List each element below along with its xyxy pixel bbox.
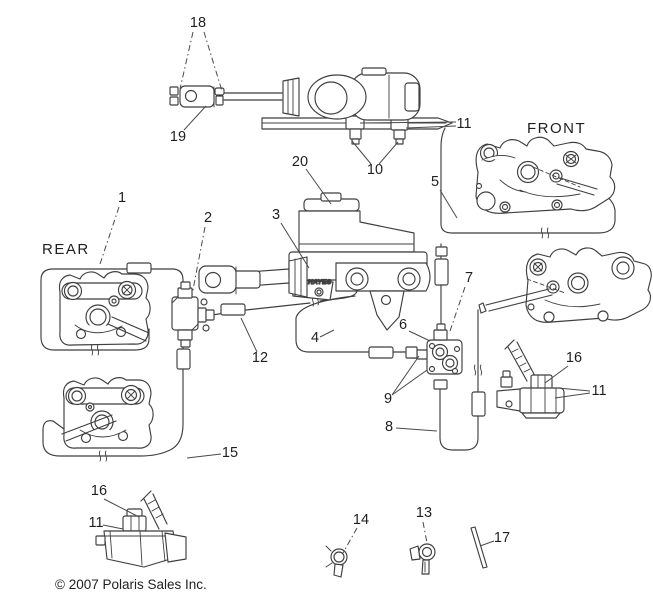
tee-fitting: [171, 281, 215, 348]
region-labels: REAR FRONT: [42, 120, 586, 258]
front-caliper-2: [525, 247, 652, 323]
front-caliper-2-banjo: [478, 278, 566, 314]
callout-10: 10: [367, 162, 383, 178]
callout-leader-18: [203, 31, 223, 92]
callout-leader-11: [554, 392, 591, 399]
rear-caliper-lower: [62, 377, 154, 449]
rear-caliper-upper-hose: [107, 316, 150, 342]
rear-brake-line-15: [42, 344, 184, 457]
callout-leader-19: [183, 105, 207, 131]
copyright-text: © 2007 Polaris Sales Inc.: [55, 577, 207, 592]
callout-leader-7: [448, 286, 466, 335]
callout-17: 17: [494, 530, 510, 546]
callout-leader-8: [395, 427, 438, 432]
valve-assembly-right: [496, 339, 565, 419]
callout-11: 11: [88, 515, 103, 531]
callout-leader-11: [102, 524, 124, 530]
bleeder-screw-13: [409, 543, 436, 575]
callout-12: 12: [252, 350, 268, 366]
callout-leader-14: [342, 527, 358, 554]
callout-16: 16: [566, 350, 582, 366]
brake-line-4: [295, 295, 409, 353]
callout-19: 19: [170, 129, 186, 145]
region-label-rear: REAR: [42, 241, 90, 258]
callout-14: 14: [353, 512, 369, 528]
pedal-master-cylinder: [169, 67, 453, 145]
callout-15: 15: [222, 445, 238, 461]
callout-leader-18: [179, 31, 194, 90]
callout-leader-10: [351, 140, 372, 165]
callout-leader-16: [544, 365, 569, 384]
callout-4: 4: [311, 330, 319, 346]
callout-leader-2: [191, 226, 206, 296]
rear-brake-line-1: [40, 268, 184, 351]
callout-leader-11: [557, 387, 591, 392]
callout-1: 1: [118, 190, 126, 206]
hayes-logo-text: HAYES: [308, 279, 332, 286]
callout-11: 11: [591, 383, 606, 399]
callout-leader-17: [479, 540, 495, 547]
callout-8: 8: [385, 419, 393, 435]
valve-assembly-bottom: [95, 490, 187, 568]
callout-5: 5: [431, 174, 439, 190]
callout-leader-1: [99, 206, 120, 265]
callout-leader-9: [391, 369, 428, 396]
callout-9: 9: [384, 391, 392, 407]
callout-2: 2: [204, 210, 212, 226]
rear-caliper-upper: [58, 271, 151, 346]
front-caliper-1: [475, 136, 616, 214]
front-brake-line-5: [440, 127, 616, 234]
callout-7: 7: [465, 270, 473, 286]
callout-11: 11: [456, 116, 471, 132]
callout-18: 18: [190, 15, 206, 31]
region-label-front: FRONT: [527, 120, 586, 137]
callout-leader-16: [103, 498, 140, 518]
callout-3: 3: [272, 207, 280, 223]
callout-leader-20: [305, 168, 332, 205]
front-caliper-1-banjo: [532, 166, 598, 196]
rear-caliper-lower-hose: [61, 414, 117, 442]
callout-leader-13: [422, 521, 428, 544]
bleeder-screw-14: [325, 545, 348, 578]
callout-leader-10: [378, 141, 399, 165]
junction-block: [409, 323, 463, 390]
callout-6: 6: [399, 317, 407, 333]
callout-leader-3: [280, 222, 310, 269]
callout-13: 13: [416, 505, 432, 521]
callout-16: 16: [91, 483, 107, 499]
callout-20: 20: [292, 154, 308, 170]
callout-leader-4: [319, 329, 335, 338]
callout-leader-9: [391, 355, 420, 396]
callout-leader-11: [405, 125, 457, 129]
callout-leader-15: [186, 453, 222, 459]
brake-lines: [40, 127, 616, 462]
callout-leader-5: [439, 189, 458, 219]
line-ferrules: [126, 246, 486, 417]
callout-leader-6: [408, 330, 431, 342]
brake-line-8: [439, 309, 479, 451]
callout-leader-11: [359, 121, 457, 124]
callout-leader-12: [240, 317, 258, 353]
pin-17: [470, 526, 488, 569]
